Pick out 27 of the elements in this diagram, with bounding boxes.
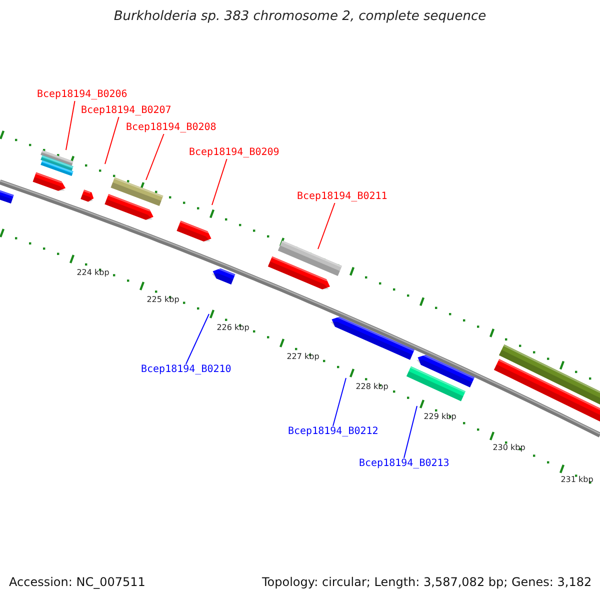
leader-line	[318, 202, 336, 250]
tick-label: 224 kbp	[76, 268, 110, 278]
map-title: Burkholderia sp. 383 chromosome 2, complete sequence	[112, 9, 488, 24]
tick-label: 225 kbp	[146, 295, 180, 306]
footer-text: Topology: circular; Length: 3,587,082 bp; Genes: 3,182	[262, 575, 592, 589]
tick-label: 229 kbp	[424, 412, 456, 422]
gene-label: Bcep18194_B0209	[189, 147, 280, 159]
footer-text: Accession: NC_007511	[9, 575, 146, 589]
tick-label: 231 kbp	[560, 475, 594, 486]
tick-label: 228 kbp	[356, 382, 388, 392]
tick-label: 227 kbp	[286, 352, 320, 362]
leader-line	[66, 100, 76, 150]
gene-label: Bcep18194_B0208	[126, 122, 216, 134]
leader-line	[332, 378, 346, 426]
leader-line	[186, 314, 210, 364]
gene-label: Bcep18194_B0212	[288, 426, 378, 438]
gene-label: Bcep18194_B0210	[141, 364, 232, 376]
gene-label: Bcep18194_B0211	[297, 191, 388, 203]
gene-label: Bcep18194_B0207	[81, 105, 172, 117]
leader-line	[212, 158, 228, 206]
leader-line	[104, 116, 120, 164]
tick-label: 226 kbp	[216, 323, 250, 334]
leader-line	[146, 134, 164, 180]
tick-label: 230 kbp	[492, 443, 526, 454]
gene-label: Bcep18194_B0206	[37, 89, 128, 101]
leader-line	[404, 406, 418, 458]
gene-label: Bcep18194_B0213	[359, 458, 450, 470]
